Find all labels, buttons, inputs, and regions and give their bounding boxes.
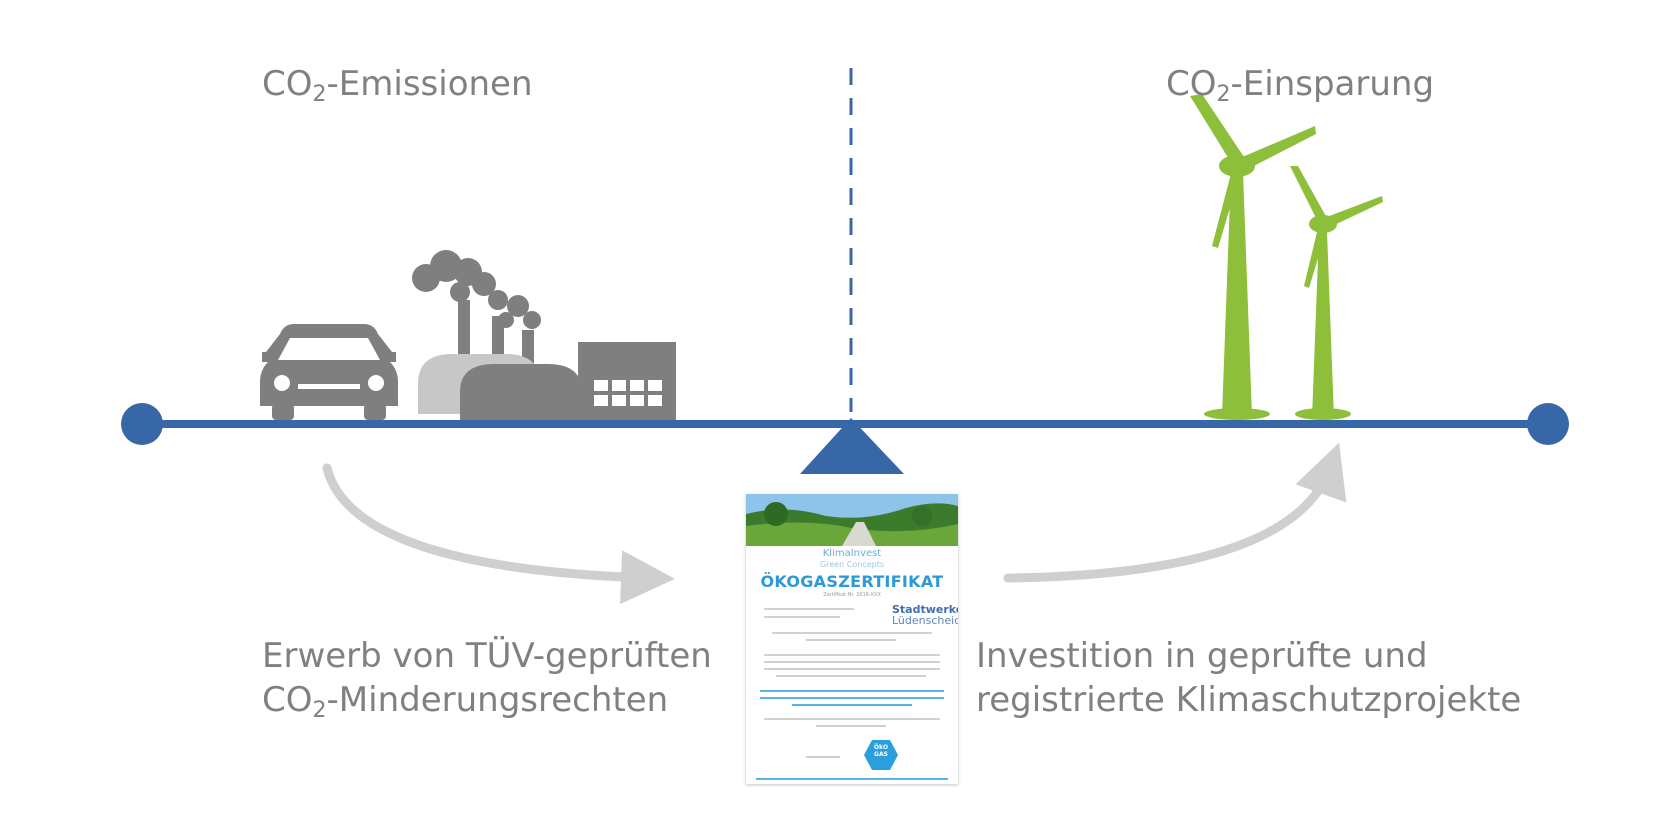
certificate-text-line bbox=[760, 690, 944, 692]
factory-icon bbox=[412, 250, 676, 420]
certificate-text-line bbox=[806, 639, 896, 641]
beam-left-end-icon bbox=[121, 403, 163, 445]
certificate-text-line bbox=[764, 608, 854, 610]
co2-savings-label: CO2-Einsparung bbox=[1166, 64, 1435, 107]
certificate-text-line bbox=[760, 697, 944, 699]
left-curved-arrow-icon bbox=[322, 463, 675, 605]
right-caption-line1: Investition in geprüfte und bbox=[976, 636, 1428, 676]
certificate-footer-line bbox=[756, 778, 948, 780]
certificate-text-line bbox=[764, 661, 940, 663]
certificate-text-line bbox=[764, 616, 840, 618]
left-caption: Erwerb von TÜV-geprüften CO2-Minderungsr… bbox=[262, 634, 712, 722]
certificate-text-line bbox=[764, 718, 940, 720]
car-icon bbox=[260, 324, 398, 420]
certificate-landscape-photo bbox=[746, 494, 958, 546]
certificate-signature bbox=[806, 756, 840, 758]
certificate-text-line bbox=[764, 668, 940, 670]
certificate-text-line bbox=[792, 704, 912, 706]
certificate-title: ÖKOGASZERTIFIKAT bbox=[760, 572, 944, 591]
co2-emissions-label: CO2-Emissionen bbox=[262, 64, 533, 107]
certificate-number: Zertifikat Nr. 2016-XXX bbox=[823, 592, 881, 598]
certificate-seal-icon bbox=[864, 740, 898, 770]
right-curved-arrow-icon bbox=[1003, 442, 1347, 583]
certificate-brand-logo: Stadtwerke Lüdenscheid bbox=[892, 603, 958, 627]
fulcrum-triangle-icon bbox=[800, 418, 904, 474]
certificate-text-line bbox=[764, 654, 940, 656]
certificate-text-line bbox=[776, 675, 926, 677]
certificate-image: KlimaInvest Green Concepts ÖKOGASZERTIFI… bbox=[746, 494, 958, 784]
wind-turbine-icon bbox=[1190, 94, 1383, 420]
left-caption-line1: Erwerb von TÜV-geprüften bbox=[262, 636, 712, 676]
beam-right-end-icon bbox=[1527, 403, 1569, 445]
right-caption-line2: registrierte Klimaschutzprojekte bbox=[976, 680, 1522, 720]
left-caption-line2: CO2-Minderungsrechten bbox=[262, 680, 669, 723]
certificate-text-line bbox=[816, 725, 886, 727]
certificate-seal-text: ÖkO GAS bbox=[873, 744, 889, 758]
certificate-text-line bbox=[772, 632, 932, 634]
certificate-logo: KlimaInvest Green Concepts bbox=[819, 548, 885, 569]
right-caption: Investition in geprüfte und registrierte… bbox=[976, 634, 1521, 722]
